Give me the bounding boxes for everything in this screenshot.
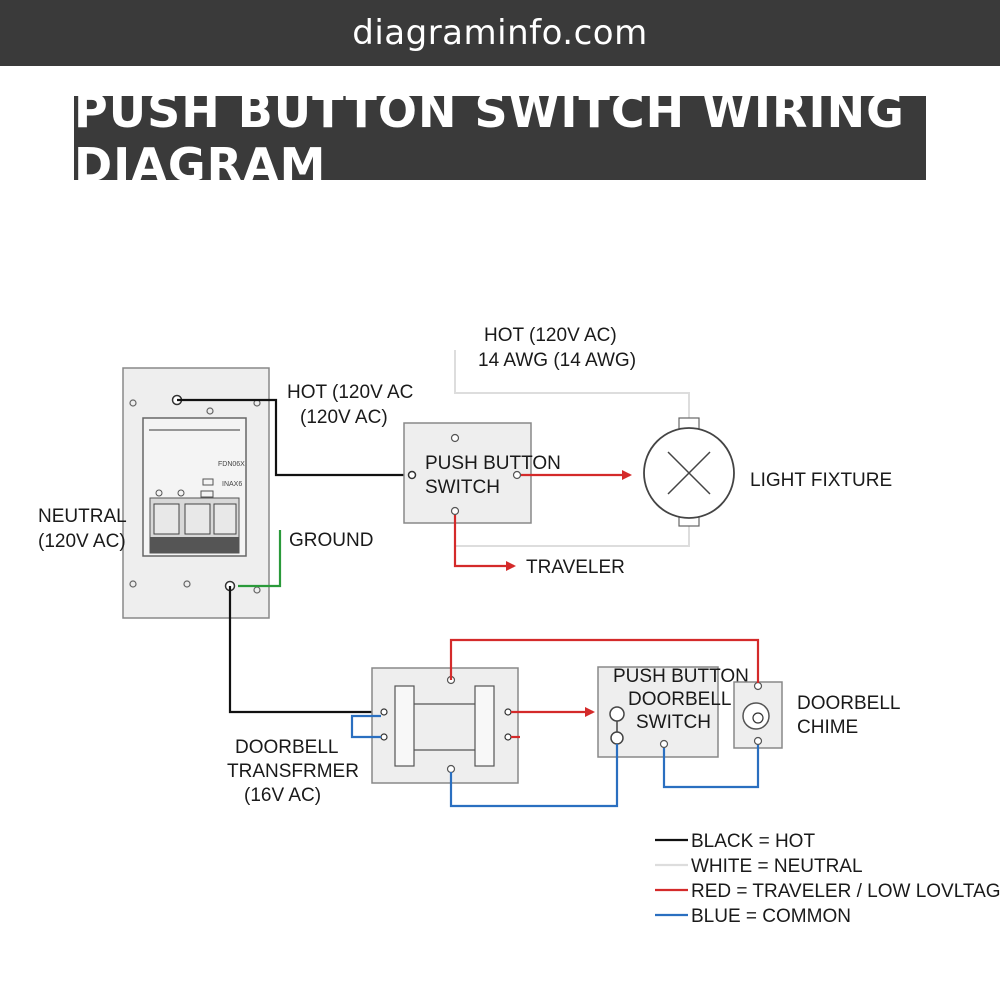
light-fixture-label: LIGHT FIXTURE xyxy=(750,470,892,491)
transformer-to-doorbell-switch-common xyxy=(449,744,619,808)
doorbell-switch: PUSH BUTTON DOORBELL SWITCH xyxy=(597,666,749,758)
neutral-label-2: (120V AC) xyxy=(38,531,126,552)
hot-panel-label-1: HOT (120V AC xyxy=(287,382,413,403)
neutral-wire-top xyxy=(454,350,690,420)
push-switch-label-2: SWITCH xyxy=(425,477,500,498)
light-fixture xyxy=(643,417,735,527)
hot-wires xyxy=(177,398,412,714)
hot-wire-panel-to-switch xyxy=(177,398,412,477)
title-banner: PUSH BUTTON SWITCH WIRING DIAGRAM xyxy=(74,84,926,192)
doorbell-chime xyxy=(733,681,783,749)
panel-screws xyxy=(129,399,261,594)
site-banner: diagraminfo.com xyxy=(0,0,1000,66)
legend-text: BLUE = COMMON xyxy=(691,906,851,927)
low-voltage-hot-wires xyxy=(449,638,760,739)
panel-tag-1: FDN06X xyxy=(218,461,245,468)
push-button-switch-box xyxy=(403,422,532,524)
transformer-label-2: TRANSFRMER xyxy=(227,761,359,782)
chime-label-1: DOORBELL xyxy=(797,693,900,714)
traveler-wires-top xyxy=(453,470,632,571)
doorbell-switch-to-chime-common xyxy=(662,745,760,789)
traveler-wire xyxy=(453,515,516,571)
doorbell-switch-label-2: DOORBELL xyxy=(628,689,731,710)
page-title: PUSH BUTTON SWITCH WIRING DIAGRAM xyxy=(74,84,905,192)
transformer-to-chime-wire xyxy=(449,638,760,683)
legend-item-black: BLACK = HOT xyxy=(655,831,815,852)
doorbell-transformer xyxy=(371,667,519,784)
hot-top-label-2: 14 AWG (14 AWG) xyxy=(478,350,636,371)
push-button-switch: PUSH BUTTON SWITCH xyxy=(403,422,561,524)
neutral-label-1: NEUTRAL xyxy=(38,506,127,527)
chime-label-2: CHIME xyxy=(797,717,858,738)
ground-label: GROUND xyxy=(289,530,373,551)
hot-top-label-1: HOT (120V AC) xyxy=(484,325,617,346)
traveler-label: TRAVELER xyxy=(526,557,625,578)
common-wires xyxy=(350,714,760,808)
hot-wire-panel-to-transformer xyxy=(228,586,384,714)
transformer-box xyxy=(371,667,519,784)
ground-wire xyxy=(238,530,282,588)
legend-text: RED = TRAVELER / LOW LOVLTAGE HOT xyxy=(691,881,1000,902)
legend-item-blue: BLUE = COMMON xyxy=(655,906,851,927)
neutral-wire-bottom xyxy=(454,520,690,547)
legend-item-white: WHITE = NEUTRAL xyxy=(655,856,863,877)
doorbell-switch-label-3: SWITCH xyxy=(636,712,711,733)
doorbell-switch-label-1: PUSH BUTTON xyxy=(613,666,749,687)
panel-tag-2: INAX6 xyxy=(222,481,242,488)
legend-text: BLACK = HOT xyxy=(691,831,815,852)
legend-item-red: RED = TRAVELER / LOW LOVLTAGE HOT xyxy=(655,881,1000,902)
breaker-panel: FDN06X INAX6 xyxy=(122,367,270,619)
hot-panel-label-2: (120V AC) xyxy=(300,407,388,428)
legend-text: WHITE = NEUTRAL xyxy=(691,856,863,877)
transformer-label-1: DOORBELL xyxy=(235,737,338,758)
legend: BLACK = HOT WHITE = NEUTRAL RED = TRAVEL… xyxy=(655,831,1000,927)
transformer-common-stub xyxy=(350,714,381,739)
push-switch-label-1: PUSH BUTTON xyxy=(425,453,561,474)
site-name: diagraminfo.com xyxy=(352,13,648,53)
transformer-label-3: (16V AC) xyxy=(244,785,321,806)
